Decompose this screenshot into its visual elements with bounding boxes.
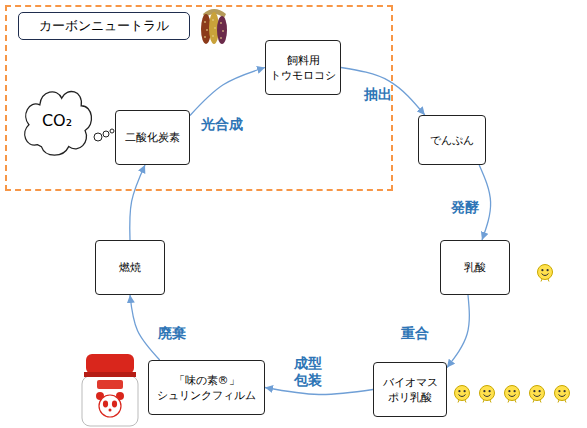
process-box: バイオマス ポリ乳酸 (373, 362, 447, 417)
flow-arrow (341, 68, 425, 116)
node-text: CO₂ (18, 111, 96, 130)
flow-arrow (190, 68, 265, 116)
thought-bubbles (94, 129, 114, 141)
edge-label: 成型 包装 (292, 355, 324, 389)
flow-arrow (447, 295, 469, 368)
process-box: 二酸化炭素 (115, 110, 190, 165)
process-box: 燃焼 (95, 240, 165, 295)
node-text: 飼料用 トウモロコシ (268, 53, 338, 83)
node-text: 乳酸 (464, 260, 486, 275)
flow-arrow (479, 165, 490, 240)
flow-arrow (130, 295, 160, 360)
node-text: 二酸化炭素 (125, 130, 180, 145)
process-box: 乳酸 (440, 240, 510, 295)
carbon-neutral-band: カーボンニュートラル CO₂ 二酸化炭素 飼料用 トウモロコシ (5, 5, 393, 191)
node-text: バイオマス ポリ乳酸 (376, 375, 444, 405)
process-box: 「味の素®」 シュリンクフィルム (148, 360, 265, 415)
edge-label: 重合 (401, 325, 429, 342)
edge-label: 廃棄 (158, 325, 186, 342)
node-text: でんぷん (430, 133, 474, 148)
edge-label: 抽出 (364, 86, 392, 103)
co2-cloud: CO₂ (18, 82, 96, 158)
group-heading: カーボンニュートラル (18, 12, 190, 40)
process-box: でんぷん (418, 115, 486, 165)
product-bottle (82, 354, 138, 426)
edge-label: 光合成 (201, 116, 243, 133)
flow-arrow (130, 165, 145, 240)
corn-illustration (201, 9, 227, 44)
node-text: 「味の素®」 シュリンクフィルム (151, 373, 262, 403)
node-text: 燃焼 (119, 260, 141, 275)
edge-label: 発酵 (451, 199, 479, 216)
flow-arrow (265, 388, 373, 395)
process-box: 飼料用 トウモロコシ (265, 40, 341, 95)
